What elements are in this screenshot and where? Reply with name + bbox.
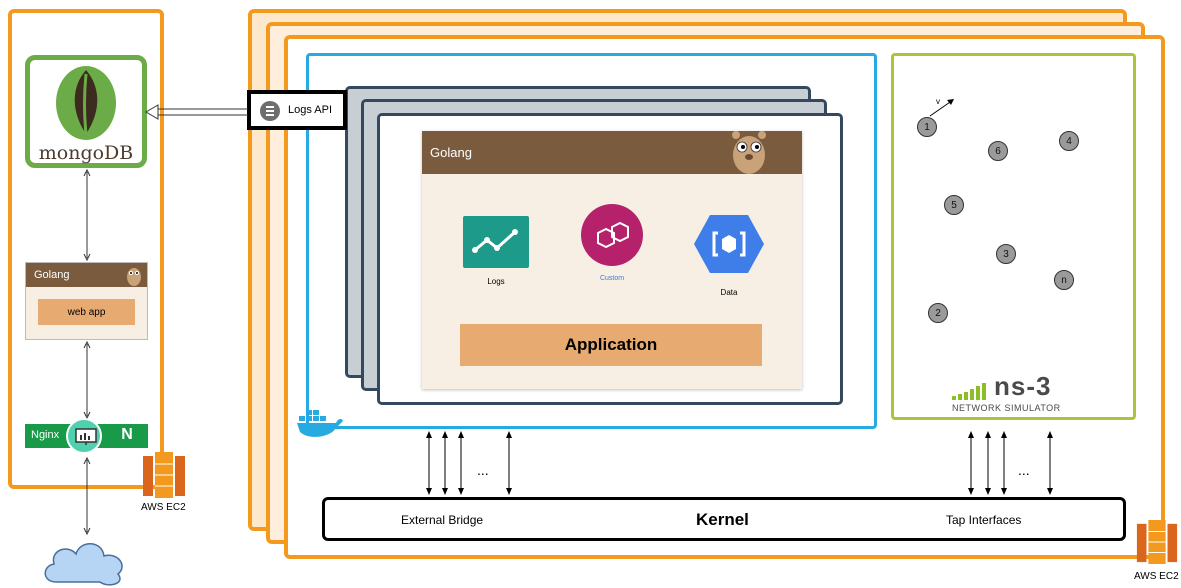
data-icon — [694, 215, 764, 273]
webapp-button-label: web app — [67, 306, 106, 318]
nginx-badge: N — [121, 426, 133, 443]
ns3-region — [891, 53, 1136, 420]
application-button[interactable]: Application — [460, 324, 762, 366]
mongodb-label: mongoDB — [38, 142, 134, 164]
kernel-bar: External Bridge Kernel Tap Interfaces — [322, 497, 1126, 541]
aws-ec2-icon-right — [1136, 520, 1178, 564]
logs-to-mongo-arrow — [145, 104, 248, 120]
ns3-node[interactable]: 4 — [1059, 131, 1079, 151]
tap-arrows — [968, 431, 1053, 495]
database-icon — [260, 101, 280, 121]
logs-api-box[interactable]: Logs API — [247, 90, 347, 130]
mongodb-leaf-icon — [56, 66, 116, 140]
aws-ec2-icon-left — [143, 452, 185, 498]
logs-icon — [463, 216, 529, 268]
gopher-icon — [127, 268, 141, 286]
ns3-node[interactable]: 6 — [988, 141, 1008, 161]
nginx-cloud-connector — [83, 456, 91, 536]
application-card: Golang Logs Custom Data Application — [422, 131, 802, 389]
bridge-arrows — [426, 431, 512, 495]
velocity-arrow — [929, 99, 954, 117]
nginx-monitor-icon — [66, 418, 102, 454]
gopher-icon — [732, 131, 766, 174]
ns3-node[interactable]: n — [1054, 270, 1074, 290]
webapp-header: Golang — [26, 263, 147, 287]
ns3-node[interactable]: 2 — [928, 303, 948, 323]
aws-ec2-label-right: AWS EC2 — [1134, 571, 1179, 582]
ns3-logo-subtitle: NETWORK SIMULATOR — [952, 403, 1061, 413]
bridge-ellipsis: ... — [477, 462, 489, 478]
left-ec2-instance — [8, 9, 164, 489]
mongo-webapp-connector — [83, 168, 91, 262]
webapp-button[interactable]: web app — [38, 299, 135, 325]
logs-label: Logs — [487, 277, 505, 286]
tap-ellipsis: ... — [1018, 462, 1030, 478]
application-header-label: Golang — [430, 145, 472, 160]
ns3-node[interactable]: 5 — [944, 195, 964, 215]
webapp-nginx-connector — [83, 340, 91, 420]
docker-whale-icon — [297, 410, 343, 437]
tap-interfaces-label: Tap Interfaces — [946, 513, 1022, 527]
external-bridge-label: External Bridge — [401, 513, 484, 527]
signal-bars-icon — [952, 383, 986, 400]
ns3-logo: ns-3 NETWORK SIMULATOR — [950, 371, 1080, 416]
ns3-logo-text: ns-3 — [994, 371, 1052, 401]
custom-label: Custom — [599, 275, 625, 282]
application-button-label: Application — [564, 335, 658, 354]
ns3-node[interactable]: 3 — [996, 244, 1016, 264]
webapp-card: Golang web app — [25, 262, 148, 340]
logs-api-label: Logs API — [288, 104, 333, 116]
nginx-label: Nginx — [31, 429, 60, 441]
custom-icon — [581, 204, 643, 266]
internet-cloud-icon — [44, 543, 123, 586]
ns3-node[interactable]: 1 — [917, 117, 937, 137]
aws-ec2-label-left: AWS EC2 — [141, 502, 186, 513]
mongodb-node: mongoDB — [25, 55, 147, 168]
webapp-header-label: Golang — [34, 269, 70, 281]
kernel-title: Kernel — [696, 510, 749, 529]
data-label: Data — [720, 288, 738, 297]
velocity-label: v — [936, 97, 940, 106]
